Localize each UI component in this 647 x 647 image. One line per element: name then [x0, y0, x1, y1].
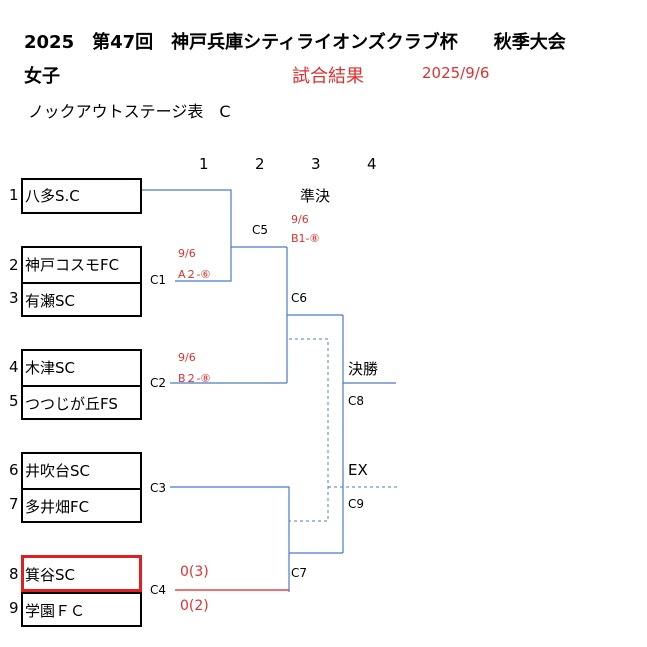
- seed-number: 2: [9, 256, 19, 274]
- line-team1-to-c5: [141, 189, 287, 248]
- team-box-1: 八多S.C: [21, 178, 142, 214]
- extra-label: EX: [348, 461, 368, 479]
- c4-code: C4: [150, 583, 167, 597]
- result-date: 2025/9/6: [422, 64, 490, 82]
- page-title: 2025 第47回 神戸兵庫シティライオンズクラブ杯 秋季大会: [24, 32, 566, 53]
- line-c1: [175, 247, 232, 282]
- seed-number: 6: [9, 461, 19, 479]
- seed-number: 4: [9, 358, 19, 376]
- round-3-number: 3: [311, 155, 321, 173]
- c5-code: C5: [252, 223, 269, 237]
- team-name: 木津SC: [25, 359, 75, 377]
- line-c9-dashed: [289, 338, 329, 522]
- c1-venue: A２-⑥: [178, 268, 211, 281]
- c2-code: C2: [150, 376, 167, 390]
- round-4-number: 4: [367, 155, 377, 173]
- page-subtitle: ノックアウトステージ表 C: [28, 102, 231, 121]
- winner-highlight: [21, 555, 142, 592]
- team-name: 有瀬SC: [23, 282, 140, 316]
- seed-number: 9: [9, 599, 19, 617]
- team-name: 多井畑FC: [23, 488, 140, 522]
- seed-number: 5: [9, 392, 19, 410]
- c5-venue: B1-⑧: [291, 232, 320, 245]
- semifinal-label: 準決: [300, 187, 331, 205]
- team-name: 井吹台SC: [25, 462, 90, 480]
- seed-number: 7: [9, 495, 19, 513]
- team-name: つつじが丘FS: [23, 385, 140, 419]
- seed-number: 1: [9, 186, 19, 204]
- round-2-number: 2: [255, 155, 265, 173]
- c1-code: C1: [150, 273, 167, 287]
- c3-code: C3: [150, 481, 167, 495]
- c2-venue: B２-⑧: [178, 372, 211, 385]
- c8-code: C8: [348, 394, 365, 408]
- c1-date: 9/6: [178, 247, 196, 260]
- category-label: 女子: [24, 66, 60, 87]
- c5-date: 9/6: [291, 213, 309, 226]
- round-1-number: 1: [199, 155, 209, 173]
- c4-score-bottom: 0(2): [180, 598, 209, 614]
- c2-date: 9/6: [178, 351, 196, 364]
- team-box-6-7: 井吹台SC 多井畑FC: [21, 452, 142, 523]
- c7-code: C7: [291, 566, 308, 580]
- final-label: 決勝: [348, 360, 379, 378]
- team-box-4-5: 木津SC つつじが丘FS: [21, 349, 142, 420]
- team-name: 学園ＦＣ: [23, 592, 140, 626]
- c6-code: C6: [291, 291, 308, 305]
- seed-number: 8: [9, 565, 19, 583]
- team-box-2-3: 神戸コスモFC 有瀬SC: [21, 246, 142, 317]
- seed-number: 3: [9, 289, 19, 307]
- result-label: 試合結果: [292, 66, 364, 87]
- team-name: 神戸コスモFC: [25, 256, 120, 274]
- line-c3: [170, 486, 290, 553]
- team-name: 八多S.C: [25, 187, 80, 205]
- c9-code: C9: [348, 497, 365, 511]
- c4-score-top: 0(3): [180, 564, 209, 580]
- team-name: 箕谷SC: [25, 566, 75, 584]
